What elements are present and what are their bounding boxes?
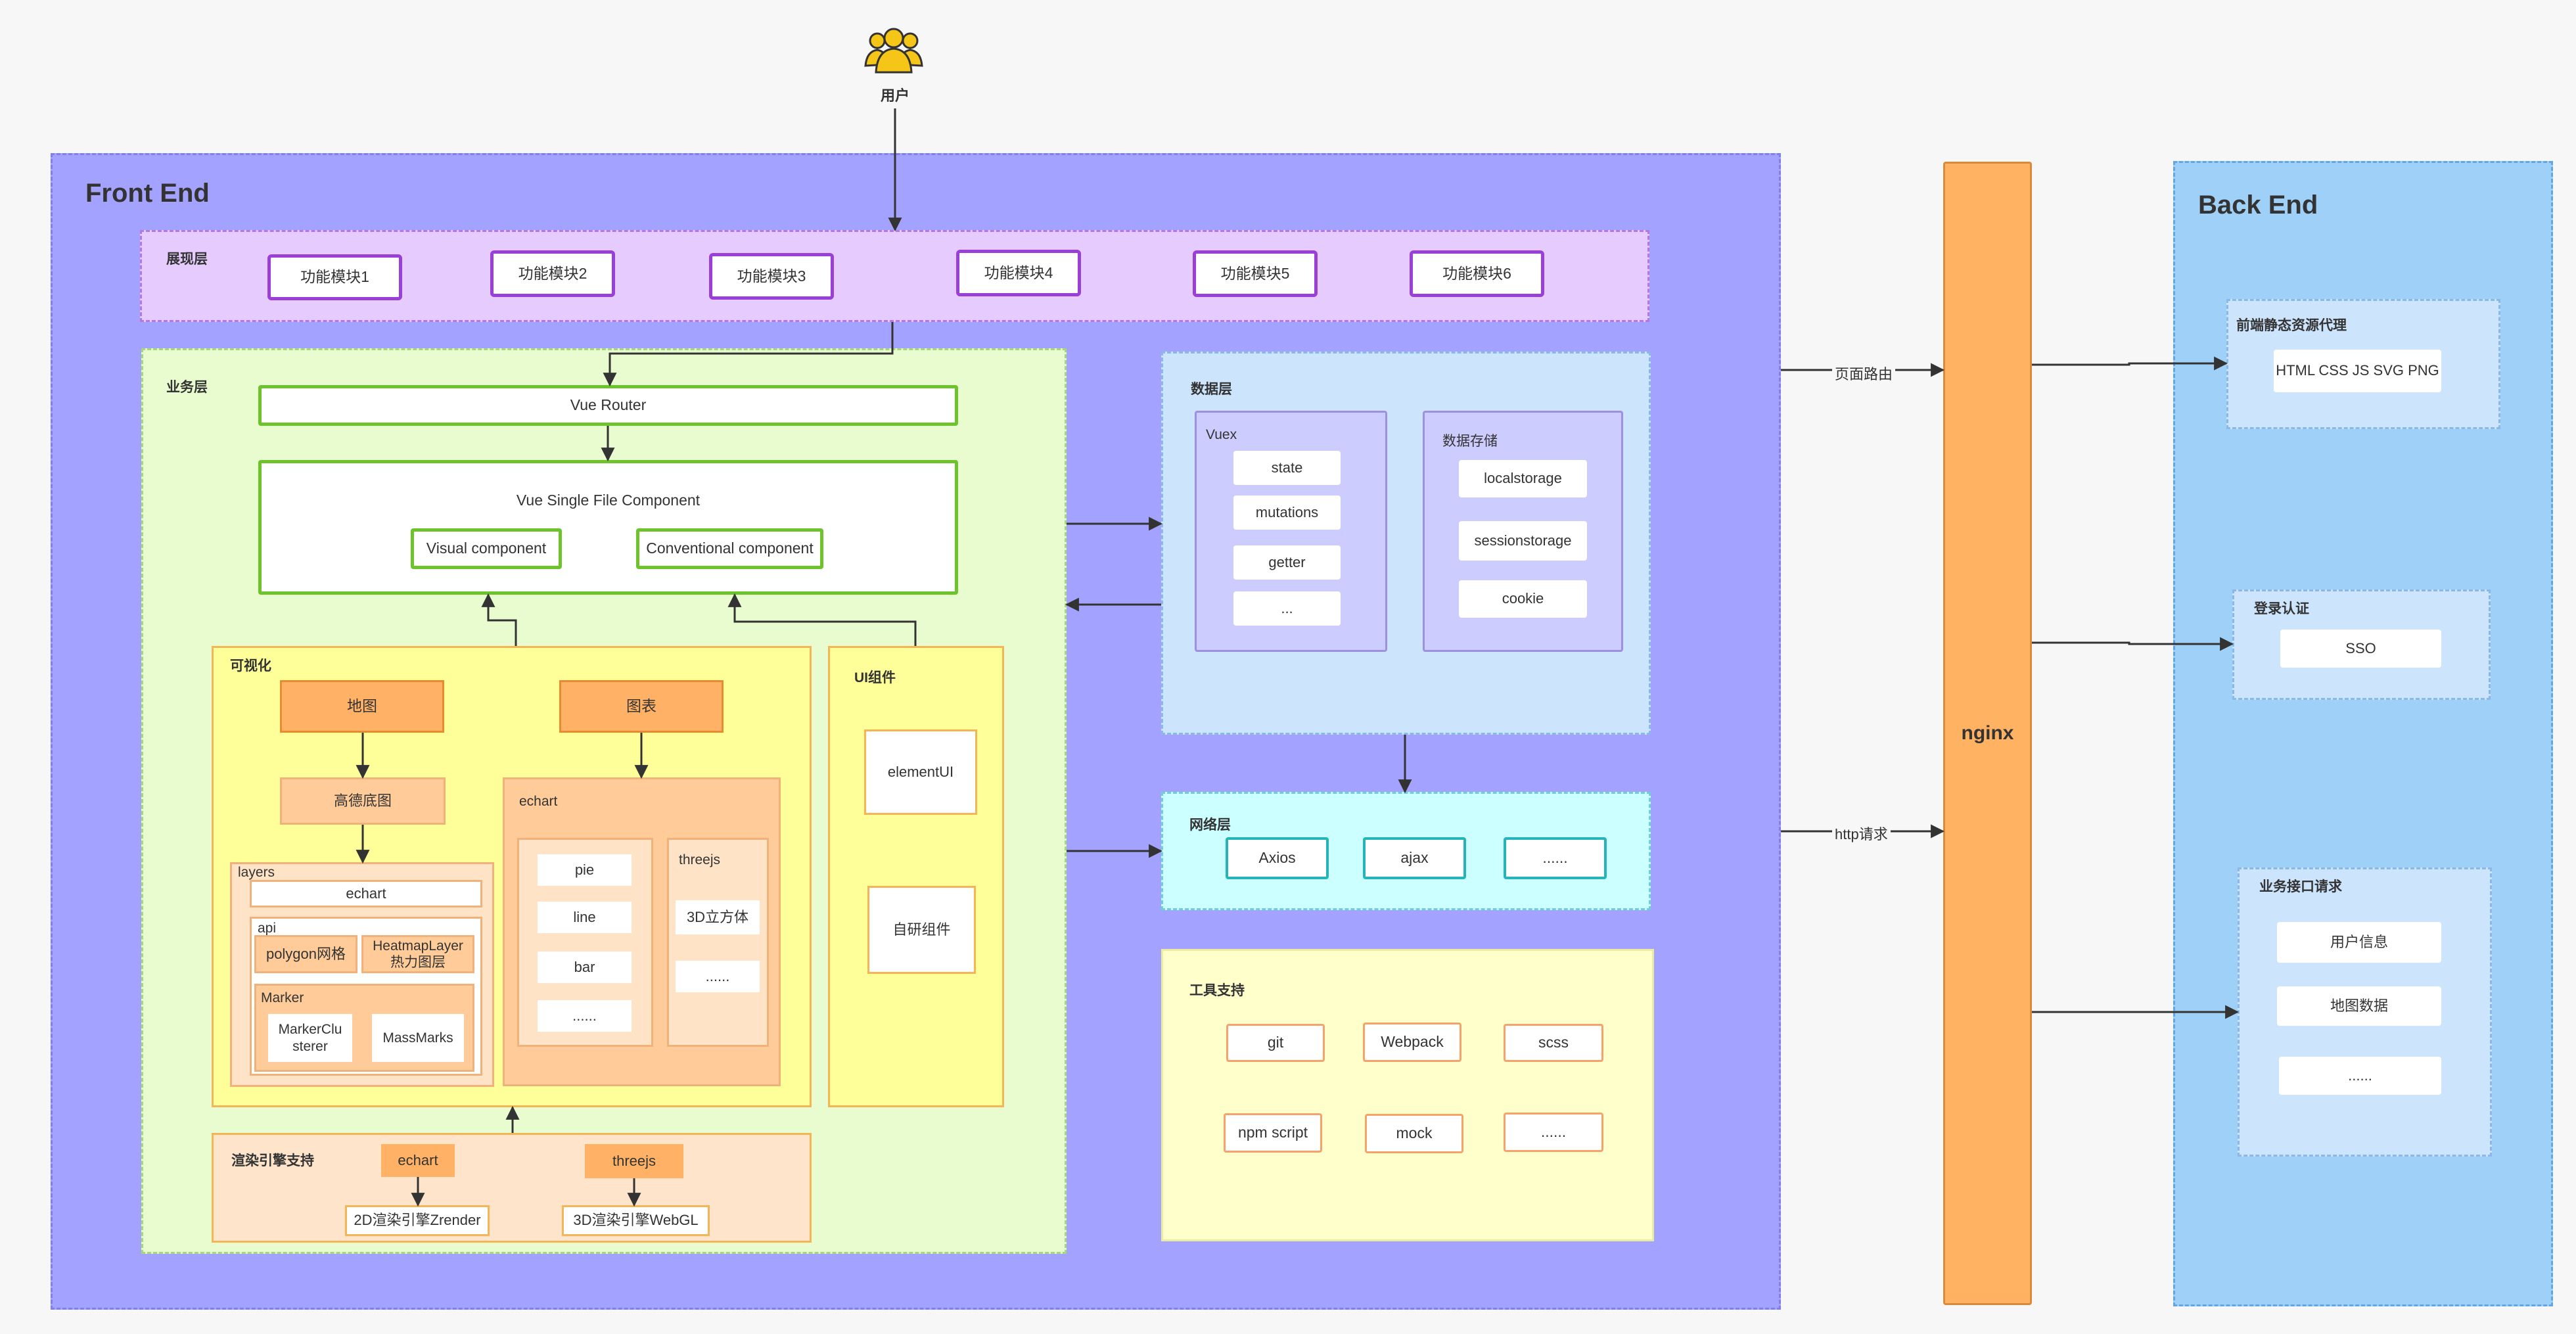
cluster-line2: sterer bbox=[292, 1038, 328, 1054]
vuex-getter: getter bbox=[1233, 545, 1341, 580]
threejs-list bbox=[667, 838, 769, 1047]
ui-components-group bbox=[828, 646, 1004, 1107]
auth-sso: SSO bbox=[2280, 630, 2441, 668]
network-axios: Axios bbox=[1226, 837, 1329, 879]
network-title: 网络层 bbox=[1189, 817, 1231, 833]
heatmap-layer-box: HeatmapLayer 热力图层 bbox=[361, 935, 474, 973]
chart-box: 图表 bbox=[559, 680, 724, 733]
ui-components-title: UI组件 bbox=[854, 670, 896, 685]
user-label: 用户 bbox=[881, 87, 910, 104]
vuex-title: Vuex bbox=[1206, 427, 1237, 442]
static-proxy-title: 前端静态资源代理 bbox=[2236, 318, 2347, 333]
echart-more: ...... bbox=[538, 1000, 632, 1032]
page-route-label: 页面路由 bbox=[1832, 363, 1896, 384]
api-user-info: 用户信息 bbox=[2277, 922, 2441, 963]
render-threejs-box: threejs bbox=[585, 1144, 683, 1178]
arrow-ui-to-conventional bbox=[727, 593, 917, 646]
api-request-title: 业务接口请求 bbox=[2259, 879, 2342, 894]
arrow-presentation-to-router bbox=[603, 322, 894, 387]
function-module-2[interactable]: 功能模块2 bbox=[490, 250, 615, 297]
tool-npm-script: npm script bbox=[1224, 1113, 1322, 1153]
echart-line: line bbox=[538, 902, 632, 933]
function-module-3[interactable]: 功能模块3 bbox=[709, 253, 834, 300]
layers-echart-box: echart bbox=[250, 880, 482, 908]
business-title: 业务层 bbox=[166, 380, 208, 395]
render-engine-title: 渲染引擎支持 bbox=[231, 1153, 314, 1168]
render-echart-box: echart bbox=[381, 1144, 455, 1177]
visualization-title: 可视化 bbox=[230, 658, 271, 674]
api-map-data: 地图数据 bbox=[2277, 986, 2441, 1026]
function-module-4[interactable]: 功能模块4 bbox=[956, 250, 1081, 296]
threejs-cube: 3D立方体 bbox=[676, 900, 760, 934]
vuex-state: state bbox=[1233, 451, 1341, 485]
tool-more: ...... bbox=[1504, 1113, 1603, 1152]
tool-git: git bbox=[1226, 1024, 1325, 1062]
api-more: ...... bbox=[2279, 1057, 2441, 1095]
render-engine-group bbox=[212, 1133, 812, 1243]
storage-localstorage: localstorage bbox=[1459, 460, 1587, 497]
custom-component-box: 自研组件 bbox=[867, 886, 976, 974]
element-ui-box: elementUI bbox=[864, 729, 977, 815]
vue-sfc-title: Vue Single File Component bbox=[516, 492, 701, 509]
arrow-nginx-to-static bbox=[2032, 356, 2228, 371]
mass-marks-box: MassMarks bbox=[372, 1014, 464, 1062]
frontend-title: Front End bbox=[85, 179, 210, 208]
tool-mock: mock bbox=[1365, 1114, 1463, 1153]
nginx-box: nginx bbox=[1943, 162, 2032, 1305]
heatmap-line1: HeatmapLayer bbox=[373, 938, 463, 954]
echart-bar: bar bbox=[538, 952, 632, 983]
backend-title: Back End bbox=[2198, 191, 2318, 219]
function-module-1[interactable]: 功能模块1 bbox=[267, 254, 402, 300]
auth-title: 登录认证 bbox=[2254, 601, 2309, 616]
vuex-mutations: mutations bbox=[1233, 495, 1341, 530]
users-icon bbox=[864, 26, 923, 74]
marker-title: Marker bbox=[261, 990, 304, 1005]
threejs-more: ...... bbox=[676, 961, 760, 992]
echart-title: echart bbox=[519, 794, 558, 809]
vue-sfc-box bbox=[258, 460, 958, 595]
map-box: 地图 bbox=[280, 680, 444, 733]
arrow-vis-to-visual bbox=[481, 593, 517, 646]
http-request-label: http请求 bbox=[1832, 823, 1891, 844]
function-module-6[interactable]: 功能模块6 bbox=[1410, 250, 1544, 297]
nginx-label: nginx bbox=[1961, 722, 2014, 744]
tool-scss: scss bbox=[1504, 1024, 1603, 1062]
static-proxy-content: HTML CSS JS SVG PNG bbox=[2274, 350, 2441, 392]
marker-cluster-box: MarkerClu sterer bbox=[268, 1014, 352, 1062]
vuex-more: ... bbox=[1233, 591, 1341, 626]
storage-sessionstorage: sessionstorage bbox=[1459, 521, 1587, 561]
data-layer-title: 数据层 bbox=[1191, 382, 1232, 397]
visual-component-box: Visual component bbox=[411, 528, 562, 569]
arrow-nginx-to-auth bbox=[2032, 637, 2234, 651]
network-ajax: ajax bbox=[1363, 837, 1466, 879]
layers-title: layers bbox=[238, 865, 275, 880]
presentation-title: 展现层 bbox=[166, 252, 208, 267]
polygon-grid-box: polygon网格 bbox=[254, 935, 357, 973]
tools-title: 工具支持 bbox=[1189, 983, 1245, 998]
tools-group bbox=[1161, 949, 1654, 1241]
network-more: ...... bbox=[1504, 837, 1607, 879]
cluster-line1: MarkerClu bbox=[278, 1022, 342, 1038]
storage-title: 数据存储 bbox=[1442, 434, 1498, 449]
storage-cookie: cookie bbox=[1459, 580, 1587, 618]
threejs-title: threejs bbox=[679, 852, 721, 867]
tool-webpack: Webpack bbox=[1363, 1023, 1461, 1062]
echart-pie: pie bbox=[538, 854, 632, 886]
heatmap-line2: 热力图层 bbox=[390, 955, 446, 970]
function-module-5[interactable]: 功能模块5 bbox=[1193, 250, 1318, 297]
vue-router-box: Vue Router bbox=[258, 385, 958, 426]
api-title: api bbox=[258, 921, 277, 936]
conventional-component-box: Conventional component bbox=[636, 528, 823, 569]
amap-basemap-box: 高德底图 bbox=[280, 777, 446, 825]
